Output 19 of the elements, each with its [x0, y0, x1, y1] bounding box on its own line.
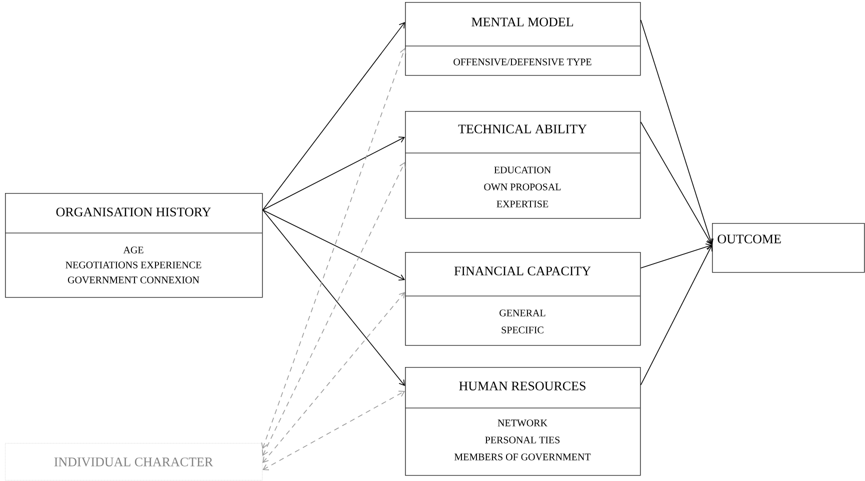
arrow: [262, 136, 405, 210]
process-box: OUTCOME: [712, 223, 865, 273]
arrow: [640, 20, 714, 245]
arrow: [262, 292, 405, 463]
arrow: [640, 244, 712, 268]
process-box: TECHNICAL ABILITY EDUCATION OWN PROPOSAL EXPERTISE: [404, 111, 641, 219]
process-box: FINANCIAL CAPACITY GENERAL SPECIFIC: [404, 252, 641, 346]
arrow: [262, 22, 405, 210]
arrow: [261, 48, 406, 449]
arrow: [640, 245, 712, 386]
process-box: INDIVIDUAL CHARACTER: [5, 443, 262, 480]
arrow: [262, 390, 405, 470]
process-box: HUMAN RESOURCES NETWORK PERSONAL TIES MEMBERS OF GOVERNMENT: [404, 367, 641, 476]
process-box: ORGANISATION HISTORY AGE NEGOTIATIONS EXPERIENCE GOVERNMENT CONNEXION: [4, 193, 263, 298]
arrow: [262, 210, 405, 386]
arrow: [262, 162, 406, 456]
arrow: [640, 122, 712, 245]
process-box: MENTAL MODEL OFFENSIVE/DEFENSIVE TYPE: [404, 2, 641, 76]
arrow: [262, 210, 405, 281]
